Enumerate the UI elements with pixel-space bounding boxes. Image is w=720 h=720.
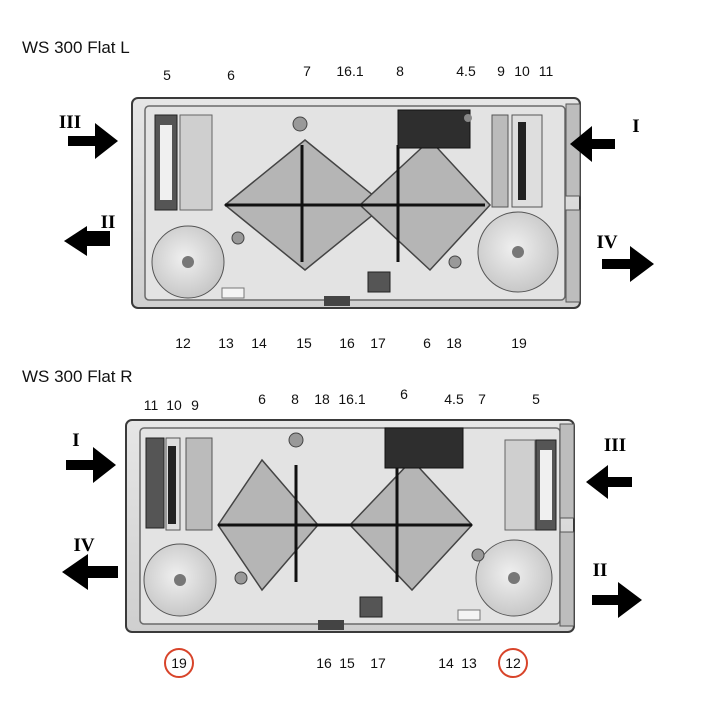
label-top-l: 5: [163, 67, 171, 83]
label-bottom-l: 19: [511, 335, 527, 351]
flow-arrows-l: [64, 123, 654, 282]
control-board-l: [397, 109, 471, 149]
label-top-r: 7: [478, 391, 486, 407]
port-label-l: I: [632, 116, 639, 137]
diagram-title-r: WS 300 Flat R: [22, 367, 133, 386]
label-bottom-r: 12: [505, 655, 521, 671]
label-top-r: 16.1: [338, 391, 365, 407]
label-bottom-l: 18: [446, 335, 462, 351]
port-label-l: IV: [596, 232, 617, 253]
highlight-circle: [498, 648, 528, 678]
highlight-circle: [164, 648, 194, 678]
label-top-r: 4.5: [444, 391, 464, 407]
label-top-r: 11: [144, 397, 159, 413]
label-top-l: 11: [539, 63, 554, 79]
unit-l: [131, 97, 581, 309]
label-top-l: 9: [497, 63, 505, 79]
label-bottom-r: 14: [438, 655, 454, 671]
label-bottom-r: 19: [171, 655, 187, 671]
port-label-r: III: [604, 435, 626, 456]
label-top-r: 9: [191, 397, 199, 413]
label-top-l: 10: [514, 63, 530, 79]
label-top-l: 8: [396, 63, 404, 79]
label-bottom-l: 14: [251, 335, 267, 351]
label-bottom-r: 15: [339, 655, 355, 671]
label-top-r: 18: [314, 391, 330, 407]
diagram-title-l: WS 300 Flat L: [22, 38, 130, 57]
labels-r: 11 10 9 6 8 18 16.1 6 4.5 7 5 19 16 15 1…: [72, 386, 626, 678]
label-top-r: 6: [400, 386, 408, 402]
label-bottom-l: 17: [370, 335, 386, 351]
label-top-r: 5: [532, 391, 540, 407]
label-top-l: 4.5: [456, 63, 476, 79]
flow-arrows-r: [62, 447, 642, 618]
label-bottom-l: 12: [175, 335, 191, 351]
label-bottom-l: 15: [296, 335, 312, 351]
label-top-r: 10: [166, 397, 182, 413]
port-label-l: II: [101, 212, 116, 233]
label-bottom-r: 13: [461, 655, 477, 671]
label-top-r: 6: [258, 391, 266, 407]
label-bottom-r: 17: [370, 655, 386, 671]
port-label-r: II: [593, 560, 608, 581]
label-bottom-l: 13: [218, 335, 234, 351]
port-label-l: III: [59, 112, 81, 133]
label-top-r: 8: [291, 391, 299, 407]
label-top-l: 16.1: [336, 63, 363, 79]
control-board-r: [384, 427, 464, 469]
port-label-r: IV: [73, 535, 94, 556]
unit-r: [125, 419, 575, 633]
label-bottom-r: 16: [316, 655, 332, 671]
label-bottom-l: 6: [423, 335, 431, 351]
label-bottom-l: 16: [339, 335, 355, 351]
port-label-r: I: [72, 430, 79, 451]
labels-l: 5 6 7 16.1 8 4.5 9 10 11 12 13 14 15 16 …: [59, 63, 640, 351]
label-top-l: 7: [303, 63, 311, 79]
label-top-l: 6: [227, 67, 235, 83]
